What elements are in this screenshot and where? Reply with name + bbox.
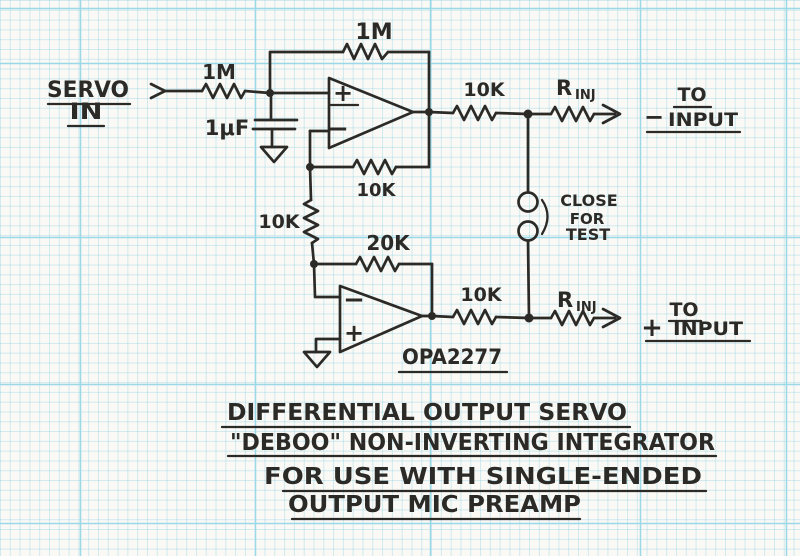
wire-link-top [308,165,313,202]
to-minus-sign: − [644,103,664,131]
junction-switch-bottom [524,313,534,323]
to-plus-word: TO [669,299,698,321]
rinj2-label: R [557,288,573,312]
switch-note-line2: FOR [570,210,605,228]
resistor-link-10K: 10K [258,165,320,266]
switch-actuation-arc [540,198,549,236]
caption-line2: "DEBOO" NON-INVERTING INTEGRATOR [230,430,715,456]
resistor-link-label: 10K [258,211,300,233]
opamp1-triangle [327,76,415,150]
resistor-20k-zigzag [354,255,401,273]
wire-switch-bottom [526,239,531,320]
resistor-opamp2-feedback: 20K [312,231,434,318]
junction-link-node [310,260,318,268]
wire-out1-right [494,111,530,116]
caption-block: DIFFERENTIAL OUTPUT SERVO "DEBOO" NON-IN… [220,400,718,521]
junction-opamp1-output [425,108,433,116]
rinj1-label: R [556,76,572,100]
ground-symbol-2 [302,350,332,369]
junction-opamp2-output [428,312,436,320]
resistor-out1-zigzag [451,104,498,122]
caption-line4: OUTPUT MIC PREAMP [288,492,581,518]
junction-input-node [266,89,274,97]
opamp1-minus-sign: − [327,114,349,144]
opamp-part-number: OPA2277 [402,345,502,369]
output-leg-minus: 10K R INJ TO − INPUT [427,76,742,134]
ground-symbol-1 [259,145,289,164]
resistor-feedback-1M: 1M [268,20,431,169]
wire-out1-left [427,110,455,115]
resistor-out2-zigzag [451,308,498,326]
wire-opamp2-plus-input [314,337,342,354]
to-minus-word: TO [677,84,706,106]
caption-line1: DIFFERENTIAL OUTPUT SERVO [227,400,627,426]
opamp2-minus-sign: − [343,285,365,315]
resistor-out2-label: 10K [460,284,502,306]
resistor-20k-label: 20K [366,231,411,255]
rinj1-arrowhead-icon [601,103,622,125]
resistor-opamp1-feedback: 10K [308,158,431,201]
junction-switch-top [523,109,533,119]
resistor-feedback-label: 1M [355,20,392,45]
resistor-input-1M: 1M [200,60,272,100]
cap-value-label: 1μF [205,116,249,140]
caption-line3: FOR USE WITH SINGLE-ENDED [264,464,702,490]
rinj2-arrowhead-icon [601,307,622,329]
opamp2: − + OPA2277 [302,262,509,374]
rinj1-subscript: INJ [575,88,596,103]
resistor-input-label: 1M [202,60,236,84]
opamp2-triangle [338,284,424,354]
test-switch: CLOSE FOR TEST [517,112,618,320]
resistor-fb10k-label: 10K [357,180,397,201]
rinj2-subscript: INJ [576,300,597,315]
wire-opamp2-minus-input [312,262,342,299]
resistor-out1-label: 10K [463,79,505,101]
wire-r-to-node [243,89,272,95]
output-leg-plus: 10K R INJ + TO INPUT [430,284,752,343]
capacitor-integrator: 1μF [205,91,299,164]
resistor-feedback-zigzag [341,42,390,61]
opamp1-plus-sign: + [333,79,353,107]
resistor-rinj1-zigzag [549,105,596,123]
switch-note-line3: TEST [566,225,610,244]
servo-arrow-icon [149,82,167,100]
opamp2-plus-sign: + [344,319,364,347]
wire-out2-right [494,315,531,320]
to-minus-input-word: INPUT [668,109,738,131]
servo-in-label-line1: SERVO [47,78,129,103]
junction-dots [266,89,534,323]
resistor-input-zigzag [200,82,247,100]
wire-feedback-up [268,50,345,95]
resistor-fb10k-zigzag [351,158,398,176]
resistor-rinj2-zigzag [549,309,596,327]
switch-note-line1: CLOSE [560,191,617,210]
to-plus-sign: + [641,313,663,343]
switch-terminal-top [517,191,539,213]
opamp1: + − [268,76,431,169]
junction-minus-node [306,163,314,171]
to-plus-input-word: INPUT [673,318,743,340]
resistor-link-zigzag [302,198,320,245]
servo-input: SERVO IN [46,78,204,128]
